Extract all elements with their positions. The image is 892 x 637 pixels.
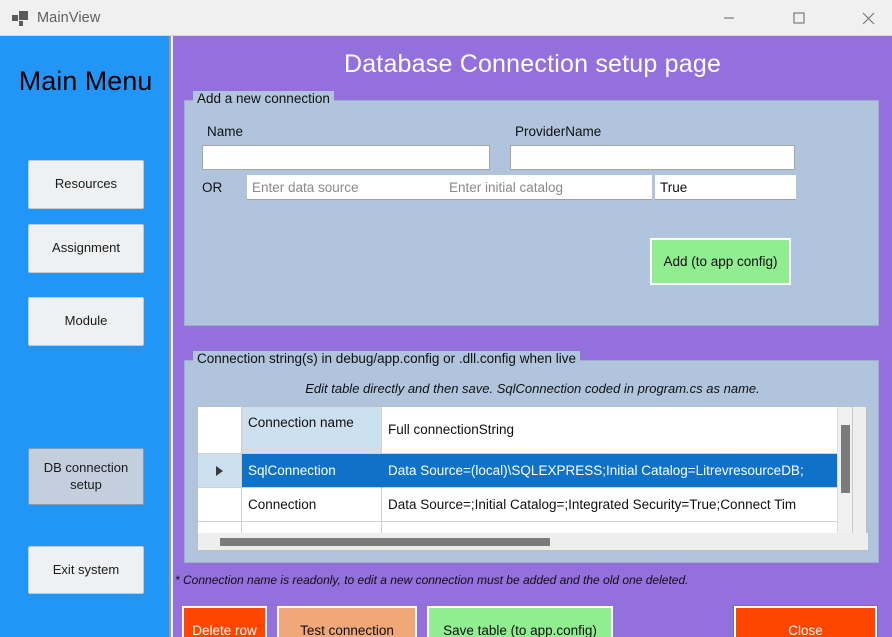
sidebar-item-exit-system[interactable]: Exit system [28, 546, 144, 594]
provider-name-label: ProviderName [515, 124, 602, 139]
grid-header-select [198, 407, 242, 454]
provider-name-input[interactable] [510, 145, 795, 170]
initial-catalog-input[interactable] [444, 175, 652, 200]
row-selector[interactable] [198, 454, 242, 488]
maximize-button[interactable] [776, 0, 822, 36]
row-marker-icon [216, 465, 223, 476]
close-icon [862, 12, 874, 24]
data-source-input[interactable] [247, 175, 444, 200]
bottom-button-bar: Delete row Test connection Save table (t… [173, 595, 892, 637]
sidebar: Main Menu Resources Assignment Module DB… [0, 36, 171, 637]
page-title: Database Connection setup page [343, 49, 722, 78]
table-row[interactable]: Connection Data Source=;Initial Catalog=… [198, 488, 852, 522]
windows-forms-app-icon [12, 10, 28, 26]
sidebar-title: Main Menu [18, 66, 153, 96]
row-selector[interactable] [198, 522, 242, 533]
cell-connection-string[interactable] [382, 522, 852, 533]
minimize-icon [724, 17, 734, 19]
sidebar-item-db-connection-setup[interactable]: DB connection setup [28, 448, 144, 505]
cell-connection-string[interactable]: Data Source=;Initial Catalog=;Integrated… [382, 488, 852, 522]
connection-strings-grid[interactable]: Connection name Full connectionString Sq… [197, 406, 868, 551]
grid-horizontal-scrollbar-thumb[interactable] [220, 538, 550, 546]
name-input[interactable] [202, 145, 490, 170]
sidebar-item-assignment[interactable]: Assignment [28, 224, 144, 273]
sidebar-item-module[interactable]: Module [28, 297, 144, 346]
row-selector[interactable] [198, 488, 242, 522]
grid-viewport: Connection name Full connectionString Sq… [198, 407, 853, 533]
test-connection-button[interactable]: Test connection [277, 606, 417, 637]
add-connection-groupbox: Add a new connection Name ProviderName O… [184, 91, 879, 326]
content-area: Database Connection setup page Add a new… [173, 36, 892, 637]
title-bar-left: MainView [12, 0, 100, 36]
add-connection-caption: Add a new connection [193, 91, 334, 106]
save-table-button[interactable]: Save table (to app.config) [427, 606, 613, 637]
close-button[interactable]: Close [733, 605, 878, 637]
maximize-icon [793, 12, 805, 24]
page-header: Database Connection setup page [173, 36, 892, 92]
integrated-security-input[interactable] [655, 175, 796, 200]
grid-header-full-connectionstring[interactable]: Full connectionString [382, 407, 852, 454]
delete-row-button[interactable]: Delete row [182, 606, 267, 637]
connection-strings-groupbox: Connection string(s) in debug/app.config… [184, 351, 879, 563]
grid-header-connection-name[interactable]: Connection name [242, 407, 382, 454]
add-to-app-config-button[interactable]: Add (to app config) [650, 238, 791, 285]
name-label: Name [207, 124, 244, 139]
table-row[interactable]: SqlConnection Data Source=(local)\SQLEXP… [198, 454, 852, 488]
grid-header-row: Connection name Full connectionString [198, 407, 852, 454]
window-title: MainView [37, 10, 101, 26]
sidebar-item-resources[interactable]: Resources [28, 160, 144, 209]
table-row-new[interactable] [198, 522, 852, 533]
grid-vertical-scrollbar[interactable] [837, 407, 852, 533]
close-window-button[interactable] [845, 0, 891, 36]
grid-horizontal-scrollbar[interactable] [198, 533, 868, 550]
or-label: OR [202, 180, 223, 195]
cell-connection-name[interactable] [242, 522, 382, 533]
connection-strings-note: Edit table directly and then save. SqlCo… [305, 381, 760, 396]
cell-connection-string[interactable]: Data Source=(local)\SQLEXPRESS;Initial C… [382, 454, 852, 488]
connection-strings-caption: Connection string(s) in debug/app.config… [193, 351, 580, 366]
grid-vertical-scrollbar-thumb[interactable] [841, 425, 850, 493]
cell-connection-name[interactable]: Connection [242, 488, 382, 522]
connection-strings-footnote: * Connection name is readonly, to edit a… [175, 573, 689, 587]
title-bar: MainView [0, 0, 892, 36]
cell-connection-name[interactable]: SqlConnection [242, 454, 382, 488]
minimize-button[interactable] [706, 0, 752, 36]
